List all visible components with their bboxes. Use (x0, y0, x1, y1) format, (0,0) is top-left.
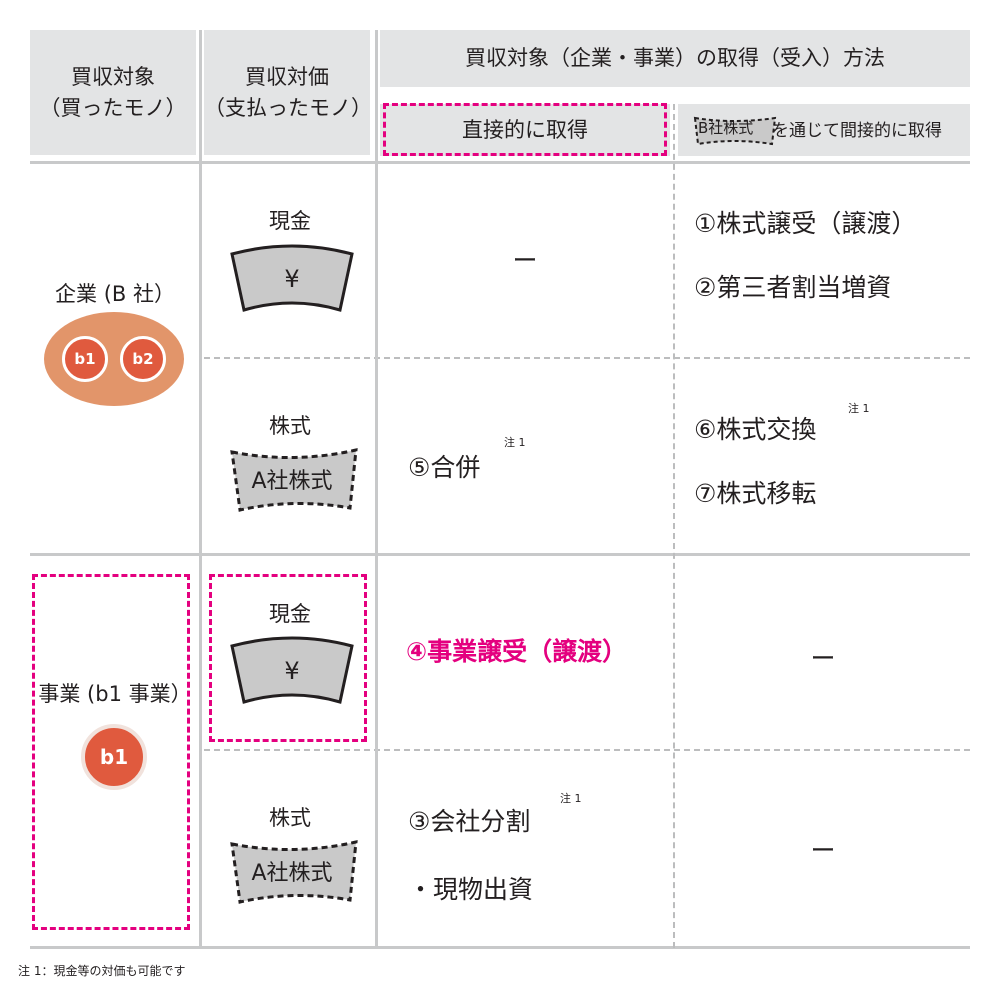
business-cash-highlight-frame (209, 574, 367, 742)
business-stock-direct-2: ・現物出資 (408, 875, 534, 904)
header-method-title: 買収対象（企業・事業）の取得（受入）方法 (465, 46, 885, 71)
company-label: 企業 (B 社） (55, 282, 175, 306)
stock-certificate-icon (230, 448, 358, 512)
business-circle-b1-text: b1 (99, 745, 129, 769)
yen-bill-icon (230, 244, 354, 312)
business-stock-indirect: ー (810, 836, 836, 865)
company-cash-indirect-1: ①株式譲受（譲渡） (694, 209, 917, 238)
business-circle-b1: b1 (81, 724, 147, 790)
rule-header (30, 161, 970, 164)
rule-company-split (204, 357, 970, 359)
company-cash-symbol: ¥ (284, 265, 300, 293)
company-stock-indirect-1-note: 注 1 (848, 402, 870, 415)
rule-business-split (204, 749, 970, 751)
company-stock-card-text: A社株式 (251, 469, 333, 494)
header-indirect: B社株式 を通じて間接的に取得 (678, 104, 970, 156)
company-stock-indirect-2: ⑦株式移転 (694, 479, 817, 508)
footnote: 注 1：現金等の対価も可能です (18, 964, 186, 978)
company-circle-b2: b2 (120, 336, 166, 382)
company-cash-direct: ー (512, 246, 538, 275)
company-cash-indirect-2: ②第三者割当増資 (694, 273, 892, 302)
business-stock-direct-1-note: 注 1 (560, 792, 582, 805)
col-sep-1 (199, 30, 202, 948)
header-direct-label: 直接的に取得 (462, 117, 588, 142)
header-target-line1: 買収対象 (71, 65, 155, 90)
business-highlight-frame (32, 574, 190, 930)
business-stock-label: 株式 (269, 806, 311, 830)
rule-bottom (30, 946, 970, 949)
header-indirect-label: を通じて間接的に取得 (772, 121, 942, 141)
business-label: 事業 (b1 事業） (38, 682, 192, 706)
business-cash-label: 現金 (269, 602, 311, 626)
stock-certificate-icon (230, 840, 358, 904)
header-direct: 直接的に取得 (380, 104, 670, 156)
business-cash-symbol: ¥ (284, 657, 300, 685)
business-cash-direct: ④事業譲受（譲渡） (406, 637, 628, 666)
yen-bill-icon (230, 636, 354, 704)
indirect-badge-text: B社株式 (698, 119, 754, 137)
company-stock-indirect-1: ⑥株式交換 (694, 415, 817, 444)
business-stock-card-text: A社株式 (251, 861, 333, 886)
header-consideration-line1: 買収対価 (245, 65, 329, 90)
company-circle-b1-text: b1 (74, 350, 96, 368)
header-target-line2: （買ったモノ） (39, 95, 187, 120)
stock-badge-icon (693, 116, 777, 146)
company-circle-b2-text: b2 (132, 350, 154, 368)
col-sep-2 (375, 30, 378, 948)
header-target: 買収対象 （買ったモノ） (30, 30, 196, 155)
business-stock-direct-1: ③会社分割 (408, 807, 531, 836)
company-circle-b1: b1 (62, 336, 108, 382)
header-consideration: 買収対価 （支払ったモノ） (204, 30, 372, 155)
rule-mid (30, 553, 970, 556)
business-cash-indirect: ー (810, 644, 836, 673)
col-sep-3 (673, 104, 675, 948)
company-stock-direct-note: 注 1 (504, 436, 526, 449)
company-stock-label: 株式 (269, 414, 311, 438)
company-cash-label: 現金 (269, 209, 311, 233)
header-consideration-line2: （支払ったモノ） (204, 95, 372, 120)
header-method: 買収対象（企業・事業）の取得（受入）方法 (380, 30, 970, 87)
company-stock-direct: ⑤合併 (408, 453, 481, 482)
direct-highlight-frame (383, 103, 667, 156)
